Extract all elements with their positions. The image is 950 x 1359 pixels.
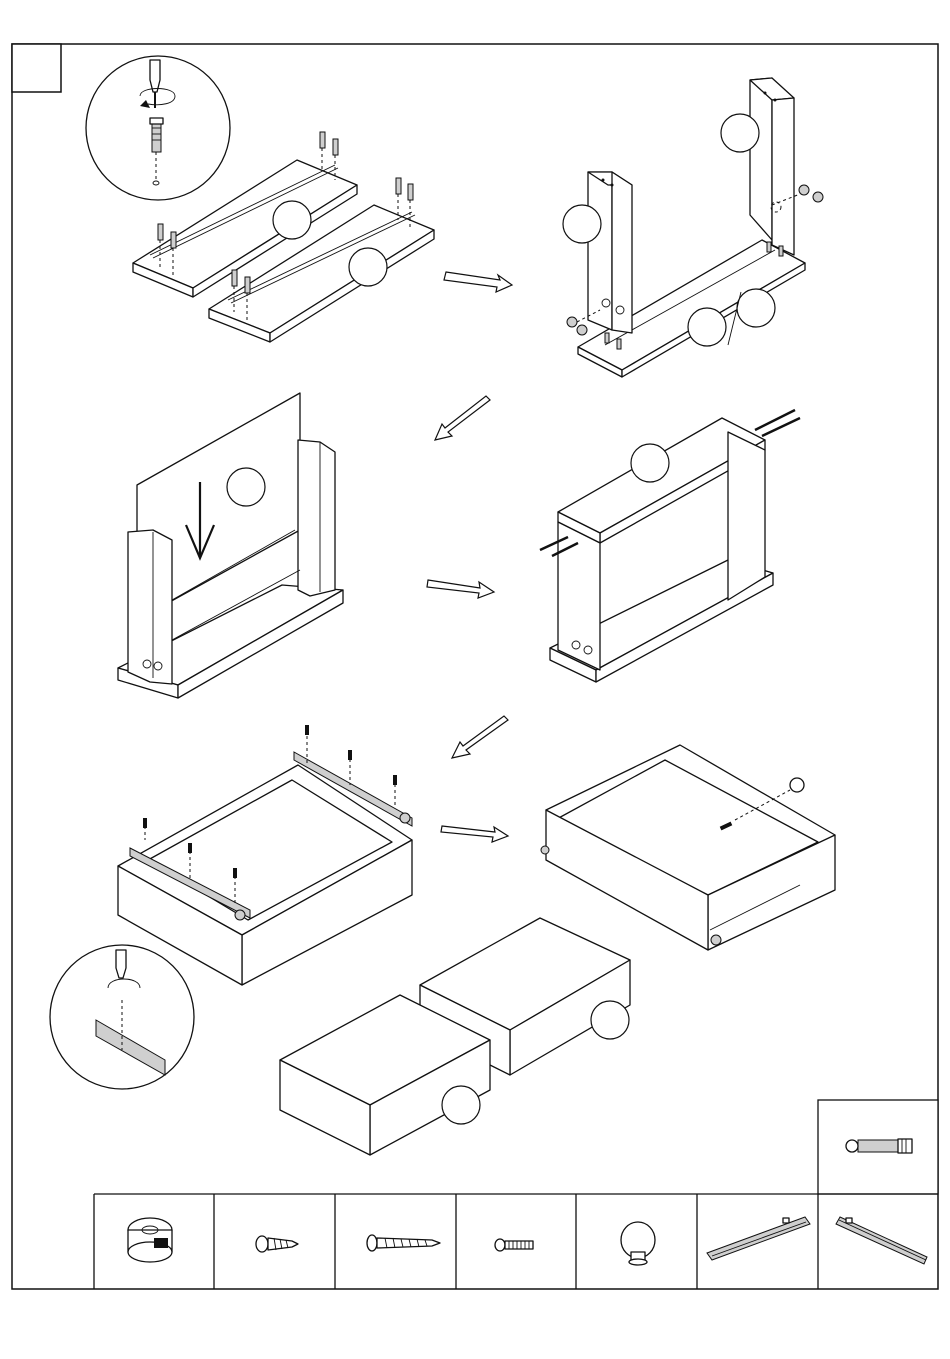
drawer-slide-icon [707, 1217, 810, 1260]
step-attach-cam-bolts [86, 56, 434, 342]
part-callout-circle [349, 248, 387, 286]
knob-icon [621, 1222, 655, 1265]
step-flow-arrows [427, 272, 512, 842]
step-attach-knob [541, 745, 835, 950]
step-slide-in-back-panel [118, 393, 343, 698]
side-panel-icon [588, 172, 632, 333]
side-panel-icon [128, 530, 172, 684]
drawer-icon [541, 745, 835, 950]
short-screw-icon [256, 1236, 298, 1252]
hardware-parts-table [94, 1100, 938, 1289]
cam-bolt-icon [846, 1139, 912, 1153]
step-attach-top-panel [540, 410, 800, 682]
cam-lock-icon [128, 1218, 172, 1262]
step-attach-side-panels [563, 78, 823, 377]
side-panel-icon [298, 440, 335, 596]
step-number-box [12, 44, 61, 92]
step-insert-drawers [280, 918, 630, 1155]
screwdriver-icon [116, 950, 126, 978]
long-screw-icon [367, 1235, 440, 1251]
machine-screw-icon [495, 1239, 533, 1251]
drawer-slide-icon [836, 1217, 927, 1264]
part-callout-circle [273, 201, 311, 239]
cam-bolt-icon [150, 118, 163, 152]
side-panel-icon [750, 78, 794, 255]
